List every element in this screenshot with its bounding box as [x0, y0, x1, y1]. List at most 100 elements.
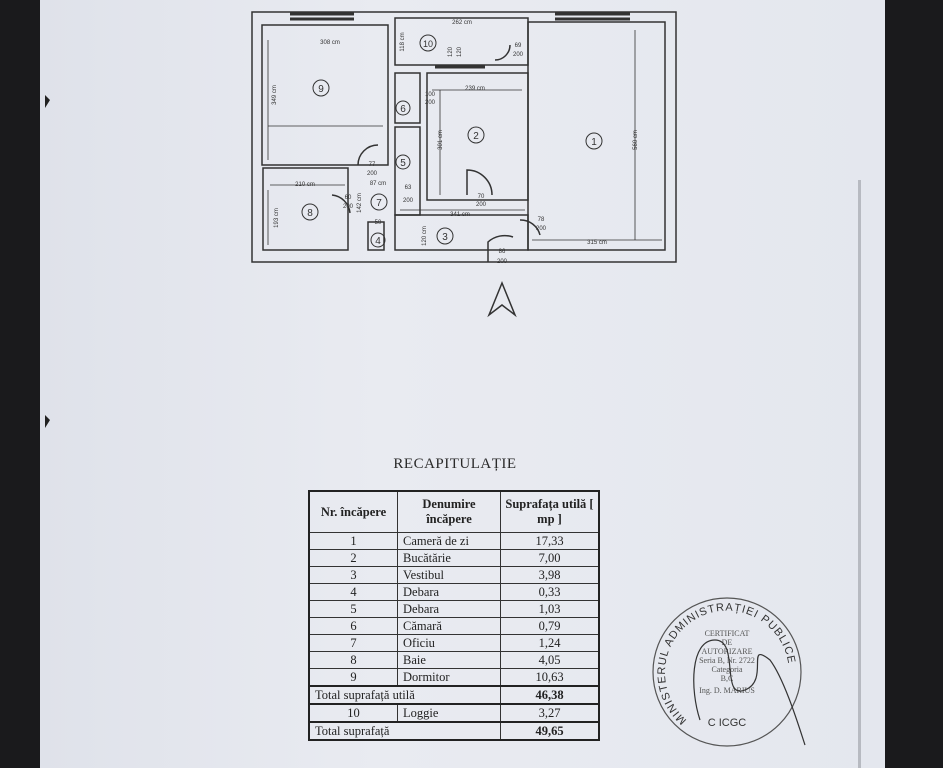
loggia-row: 10 Loggie 3,27 — [308, 703, 600, 723]
windows — [290, 12, 630, 69]
dim-label: 120 — [448, 46, 454, 57]
cell-nr: 3 — [308, 566, 398, 584]
room-marker-4: 4 — [370, 232, 386, 248]
header-nr: Nr. încăpere — [308, 490, 398, 533]
room-marker-2: 2 — [467, 126, 485, 144]
svg-text:DE: DE — [722, 638, 733, 647]
cell-area: 1,24 — [500, 634, 600, 652]
svg-text:Seria B, Nr. 2722: Seria B, Nr. 2722 — [699, 656, 755, 665]
dim-label: 200 — [476, 202, 487, 208]
dim-label: 200 — [497, 259, 508, 265]
room-markers: 1 2 3 4 5 6 7 8 9 10 — [301, 34, 603, 248]
cell-nr: 9 — [308, 668, 398, 687]
svg-text:7: 7 — [376, 198, 382, 209]
cell-name: Oficiu — [397, 634, 501, 652]
cell-nr: 4 — [308, 583, 398, 601]
svg-text:1: 1 — [591, 137, 597, 148]
room-marker-5: 5 — [395, 154, 411, 170]
dimension-lines — [267, 30, 662, 245]
dim-label: 87 cm — [370, 181, 386, 187]
svg-text:C ICGC: C ICGC — [708, 717, 747, 729]
dim-label: 60 — [345, 195, 352, 201]
cell-name: Debara — [397, 600, 501, 618]
total-row: Total suprafață 49,65 — [308, 721, 600, 741]
cell-nr: 8 — [308, 651, 398, 669]
dim-label: 349 cm — [272, 85, 278, 105]
header-name: Denumire încăpere — [397, 490, 501, 533]
room-marker-8: 8 — [301, 203, 319, 221]
dim-label: 50 — [375, 220, 382, 226]
dim-label: 77 — [369, 162, 376, 168]
room-marker-1: 1 — [585, 132, 603, 150]
room-marker-6: 6 — [395, 100, 411, 116]
cell-area: 0,79 — [500, 617, 600, 635]
authorization-stamp: MINISTERUL ADMINISTRAȚIEI PUBLICE C ICGC… — [652, 597, 806, 747]
dim-label: 100 — [425, 92, 436, 98]
svg-text:Categoria: Categoria — [711, 665, 743, 674]
room-marker-9: 9 — [312, 79, 330, 97]
dim-label: 78 — [538, 217, 545, 223]
svg-text:3: 3 — [442, 232, 448, 243]
room-8-walls — [262, 167, 349, 251]
dim-label: 200 — [343, 204, 354, 210]
dim-label: 200 — [513, 52, 524, 58]
cell-area: 10,63 — [500, 668, 600, 687]
room-marker-10: 10 — [419, 34, 437, 52]
cell-nr: 6 — [308, 617, 398, 635]
total-useful-row: Total suprafață utilă 46,38 — [308, 685, 600, 705]
cell-area: 7,00 — [500, 549, 600, 567]
room-9-walls — [261, 24, 389, 166]
dim-label: 308 cm — [320, 40, 340, 46]
dim-label: 301 cm — [438, 130, 444, 150]
dim-label: 200 — [536, 226, 547, 232]
svg-text:6: 6 — [400, 104, 406, 115]
svg-text:8: 8 — [307, 208, 313, 219]
cell-area: 1,03 — [500, 600, 600, 618]
cell-area: 0,33 — [500, 583, 600, 601]
cell-nr: 1 — [308, 532, 398, 550]
dim-label: 210 cm — [295, 182, 315, 188]
dim-label: 200 — [403, 198, 414, 204]
cell-nr: 2 — [308, 549, 398, 567]
svg-text:5: 5 — [400, 158, 406, 169]
svg-text:4: 4 — [375, 236, 381, 247]
svg-text:10: 10 — [423, 39, 433, 49]
room-marker-3: 3 — [436, 227, 454, 245]
cell-name: Vestibul — [397, 566, 501, 584]
cell-name: Cameră de zi — [397, 532, 501, 550]
dim-label: 239 cm — [465, 86, 485, 92]
signature — [693, 639, 806, 746]
dim-label: 200 — [367, 171, 378, 177]
cell-area: 3,98 — [500, 566, 600, 584]
cell-name: Debara — [397, 583, 501, 601]
dim-label: 142 cm — [357, 193, 363, 213]
dim-label: 341 cm — [450, 212, 470, 218]
cell-name: Baie — [397, 651, 501, 669]
north-arrow-icon — [487, 281, 517, 318]
room-6-walls — [394, 72, 421, 124]
room-2-walls — [426, 72, 529, 201]
page-edge — [858, 180, 861, 768]
cell-area: 17,33 — [500, 532, 600, 550]
cell-area: 4,05 — [500, 651, 600, 669]
summary-title: RECAPITULAȚIE — [393, 456, 517, 472]
dim-label: 315 cm — [587, 240, 607, 246]
cell-nr: 7 — [308, 634, 398, 652]
cell-name: Cămară — [397, 617, 501, 635]
outer-wall — [251, 11, 677, 263]
dim-label: 200 — [425, 100, 436, 106]
svg-text:Ing. D. MARIUS: Ing. D. MARIUS — [699, 686, 755, 695]
cell-name: Dormitor — [397, 668, 501, 687]
dim-label: 120 cm — [422, 226, 428, 246]
svg-text:9: 9 — [318, 84, 324, 95]
